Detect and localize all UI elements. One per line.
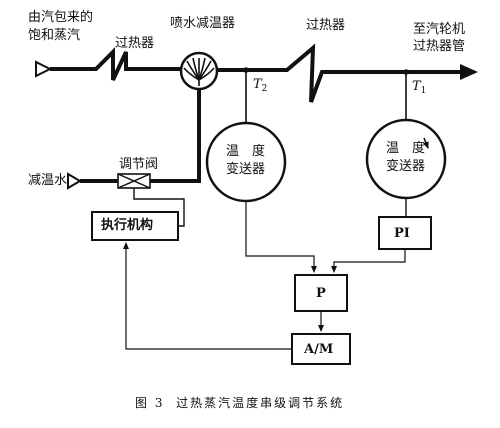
t1-subscript: 1: [420, 86, 427, 96]
pi-controller-box: [378, 216, 432, 250]
am-to-actuator-signal: [123, 242, 292, 350]
superheater-right-label: 过热器: [306, 18, 346, 33]
pi-to-p-signal: [331, 249, 406, 273]
actuator-label: 执行机构: [101, 218, 154, 233]
t2-subscript: 2: [261, 84, 268, 94]
figure-caption: 图 3 过热蒸汽温度串级调节系统: [135, 396, 344, 411]
transmitter-2-label-1: 温 度: [226, 144, 266, 159]
caption-number: 图 3: [135, 396, 165, 410]
steam-outlet-arrow: [460, 64, 478, 80]
spray-attemperator-label: 喷水减温器: [170, 16, 236, 31]
t2-symbol: T: [253, 77, 262, 92]
destination-label-1: 至汽轮机: [413, 22, 466, 37]
p-controller-box: [294, 274, 348, 312]
actuator-box: [91, 211, 179, 241]
t2-label: T2: [253, 77, 267, 97]
t1-label: T1: [412, 79, 426, 99]
main-steam-pipe-upstream: [50, 47, 181, 81]
spray-water-pipe: [80, 88, 201, 183]
steam-source-label-2: 饱和蒸汽: [28, 28, 81, 43]
transmitter-2-label-2: 变送器: [226, 162, 266, 177]
t2-to-p-signal: [245, 201, 317, 273]
destination-label-2: 过热器管: [413, 39, 466, 54]
superheater-left-label: 过热器: [115, 36, 155, 51]
spray-nozzle-icon: [183, 57, 215, 86]
regulating-valve-label: 调节阀: [119, 157, 159, 172]
t1-symbol: T: [412, 79, 421, 94]
spray-water-inlet-marker: [67, 172, 82, 190]
p-controller-label: P: [316, 286, 326, 301]
caption-text: 过热蒸汽温度串级调节系统: [176, 396, 345, 410]
main-steam-pipe-downstream: [217, 43, 462, 103]
steam-inlet-marker: [35, 60, 53, 78]
actuator-to-valve-link: [133, 188, 185, 227]
am-station-label: A/M: [304, 342, 334, 357]
transmitter-1-label-2: 变送器: [386, 159, 426, 174]
regulating-valve: [117, 173, 151, 189]
transmitter-1-label-1: 温 度: [386, 141, 426, 156]
steam-source-label-1: 由汽包来的: [28, 10, 94, 25]
pi-controller-label: PI: [394, 226, 410, 241]
setpoint-adjust-icon: [422, 137, 429, 149]
spray-water-label: 减温水: [28, 173, 68, 188]
